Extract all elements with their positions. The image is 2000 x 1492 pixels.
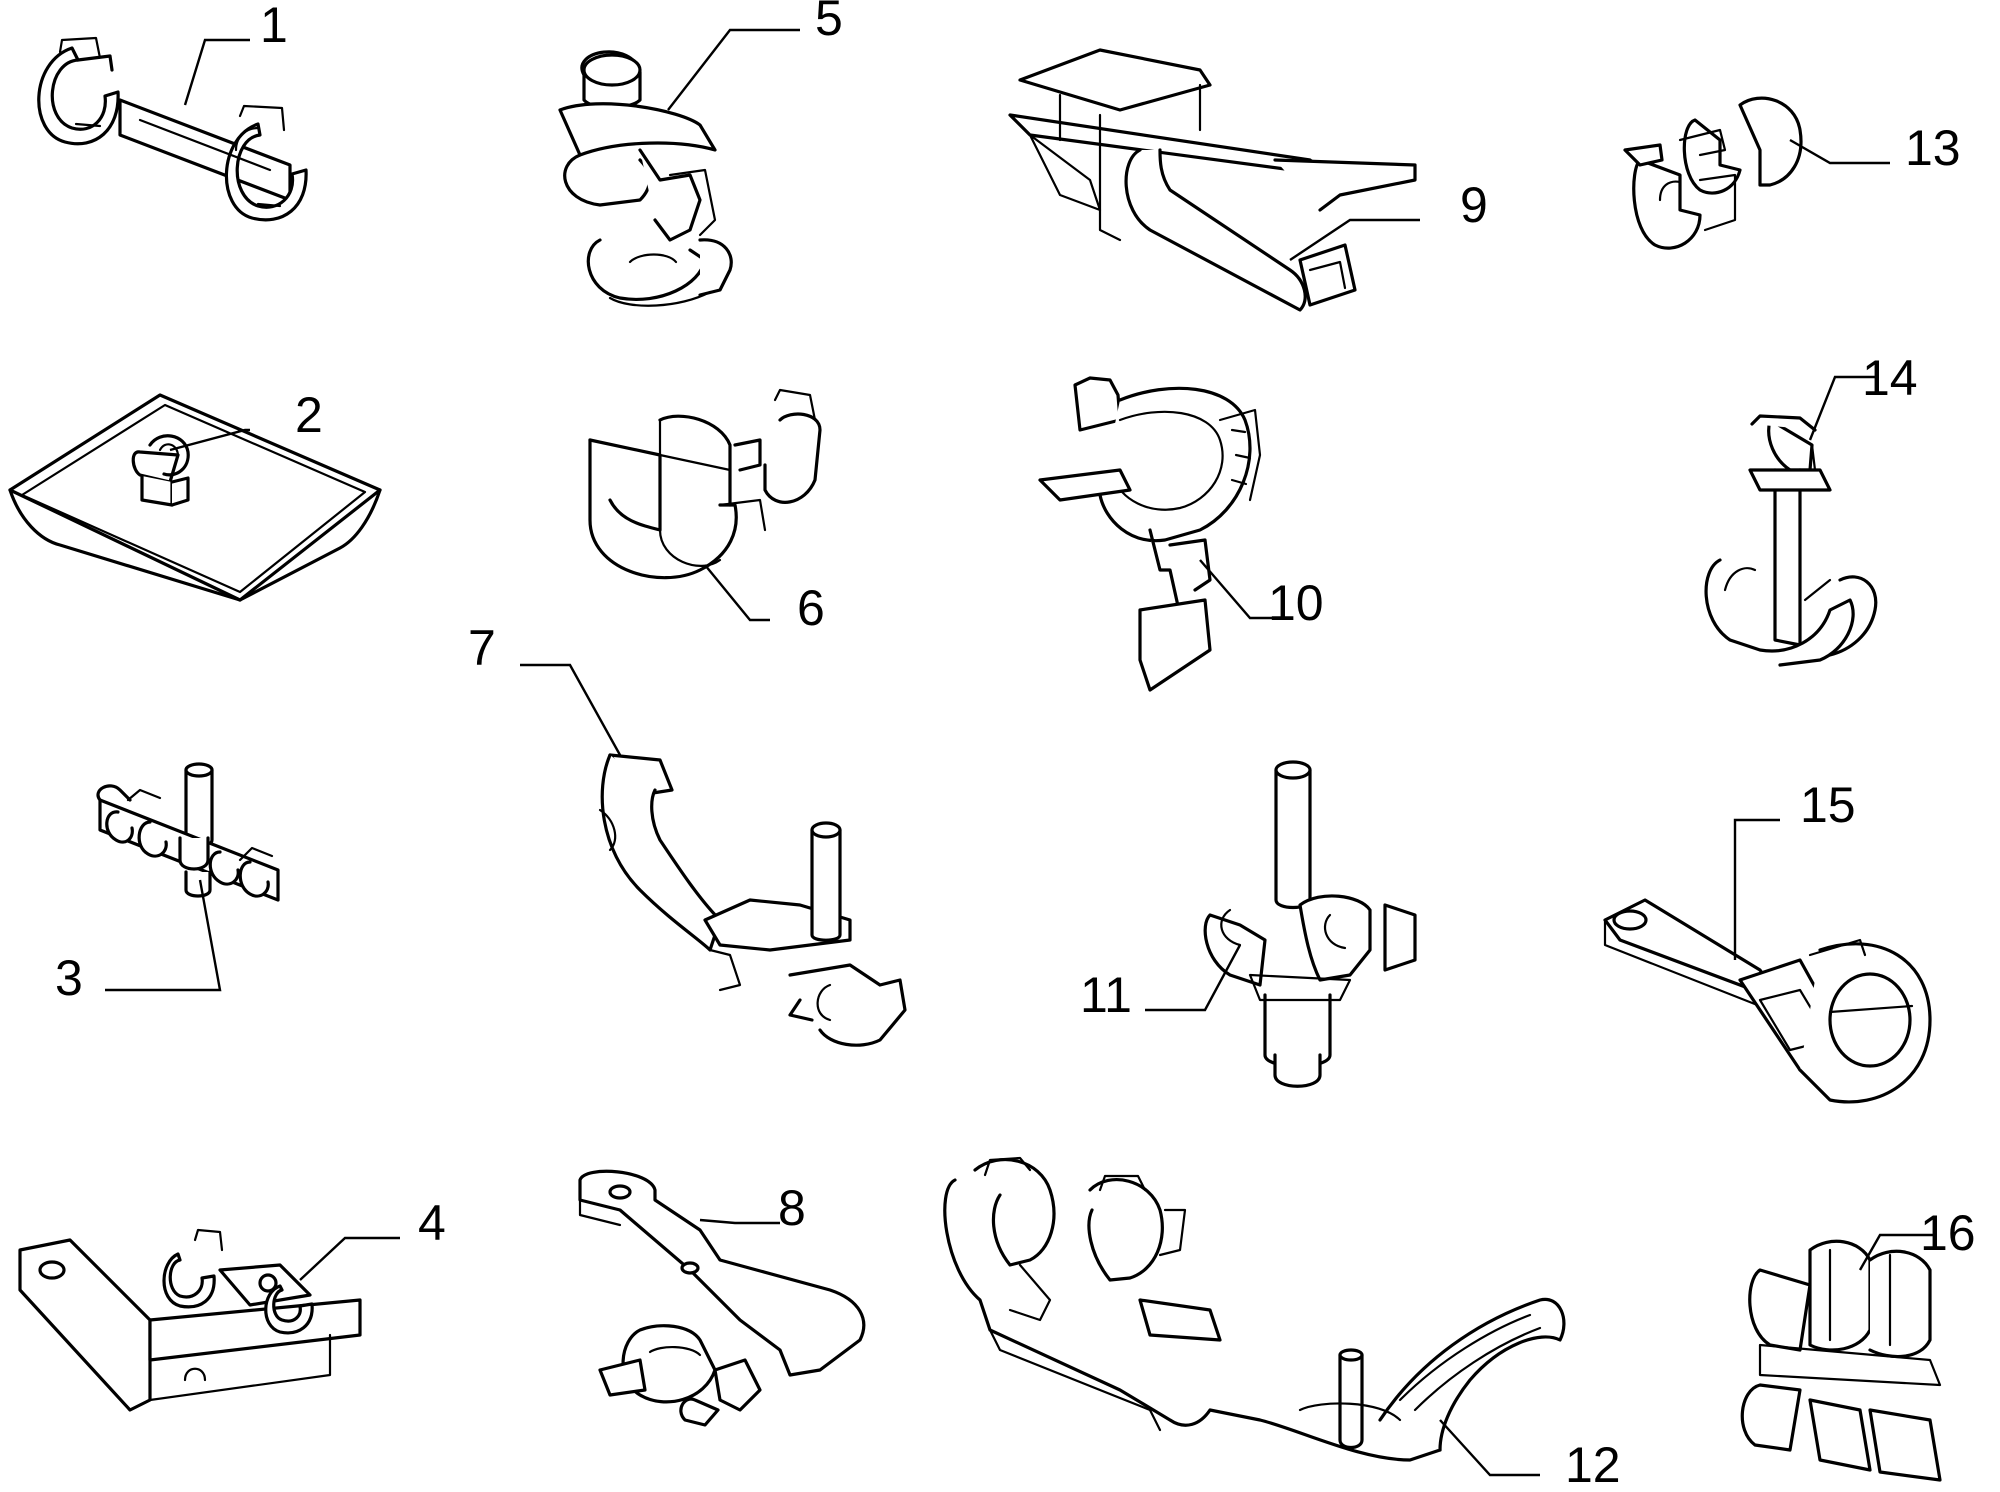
part-7-drawing bbox=[598, 753, 907, 1047]
leader-line-1 bbox=[183, 38, 250, 106]
leader-line-14 bbox=[1808, 375, 1875, 441]
callout-5: 5 bbox=[815, 0, 843, 46]
callout-13: 13 bbox=[1905, 120, 1961, 176]
callout-16: 16 bbox=[1920, 1205, 1976, 1261]
part-1-drawing bbox=[37, 36, 308, 222]
leader-lines bbox=[105, 28, 1935, 1477]
callout-3: 3 bbox=[55, 950, 83, 1006]
leader-line-8 bbox=[699, 1218, 780, 1225]
leader-line-10 bbox=[1199, 559, 1280, 620]
callout-7: 7 bbox=[468, 620, 496, 676]
part-15-drawing bbox=[1603, 898, 1932, 1104]
leader-line-7 bbox=[520, 663, 622, 756]
part-9-drawing bbox=[1008, 48, 1417, 312]
part-3-drawing bbox=[96, 762, 280, 902]
callout-6: 6 bbox=[797, 580, 825, 636]
callout-14: 14 bbox=[1862, 350, 1918, 406]
leader-line-12 bbox=[1439, 1419, 1540, 1477]
callout-10: 10 bbox=[1268, 575, 1324, 631]
leader-line-5 bbox=[667, 28, 800, 111]
leader-line-9 bbox=[1289, 218, 1420, 261]
part-14-drawing bbox=[1704, 414, 1878, 667]
part-8-drawing bbox=[578, 1169, 866, 1427]
part-13-drawing bbox=[1623, 96, 1803, 250]
leader-line-13 bbox=[1789, 138, 1890, 165]
part-12-drawing bbox=[943, 1156, 1566, 1462]
part-5-drawing bbox=[558, 50, 733, 307]
callout-4: 4 bbox=[418, 1195, 446, 1251]
callout-2: 2 bbox=[295, 387, 323, 443]
callout-11: 11 bbox=[1080, 967, 1132, 1023]
leader-line-16 bbox=[1858, 1233, 1935, 1271]
leader-line-11 bbox=[1145, 944, 1242, 1012]
callout-15: 15 bbox=[1800, 777, 1856, 833]
leader-line-4 bbox=[299, 1236, 400, 1281]
part-2-drawing bbox=[8, 393, 382, 602]
part-16-drawing bbox=[1740, 1239, 1942, 1482]
callout-12: 12 bbox=[1565, 1437, 1621, 1492]
leader-line-6 bbox=[704, 564, 770, 622]
leader-line-3 bbox=[105, 879, 222, 992]
part-11-drawing bbox=[1203, 760, 1417, 1088]
part-6-drawing bbox=[588, 388, 822, 580]
part-10-drawing bbox=[1038, 376, 1262, 692]
leader-line-15 bbox=[1733, 818, 1780, 960]
callout-numbers: 1 2 3 4 5 6 7 8 9 10 11 12 13 14 15 16 bbox=[55, 0, 1976, 1492]
part-4-drawing bbox=[18, 1228, 362, 1412]
callout-8: 8 bbox=[778, 1180, 806, 1236]
callout-1: 1 bbox=[260, 0, 288, 53]
leader-line-2 bbox=[169, 428, 250, 452]
callout-9: 9 bbox=[1460, 177, 1488, 233]
